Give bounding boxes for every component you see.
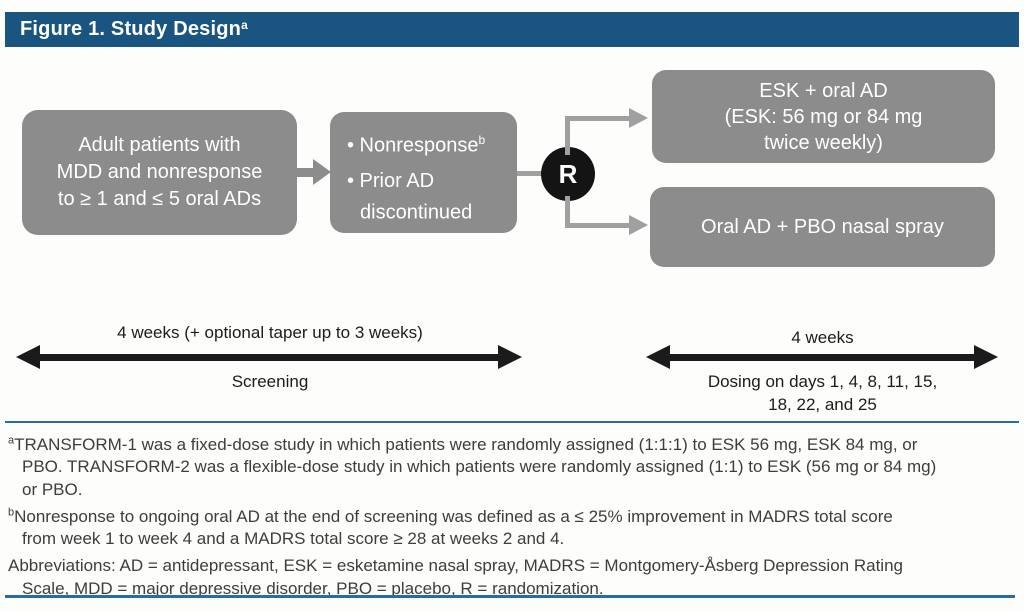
population-line: to ≥ 1 and ≤ 5 oral ADs [57, 188, 262, 210]
branch-line [565, 116, 629, 121]
criteria-text: • Prior AD discontinued [347, 169, 473, 224]
footnote-text: PBO. TRANSFORM-2 was a flexible-dose stu… [22, 457, 937, 477]
population-box: Adult patients with MDD and nonresponse … [22, 110, 297, 235]
right-arrow-icon [294, 168, 315, 177]
left-arrowhead-icon [16, 345, 40, 369]
footnote-text: TRANSFORM-1 was a fixed-dose study in wh… [14, 434, 918, 454]
branch-line [565, 117, 570, 155]
footnote-superscript: b [8, 506, 15, 519]
figure-title-superscript: a [241, 18, 248, 32]
dosing-timeline-arrow [666, 354, 978, 361]
right-arrowhead-icon [974, 345, 998, 369]
footnote-text: from week 1 to week 4 and a MADRS total … [22, 529, 565, 549]
criteria-superscript: b [478, 133, 486, 147]
figure-title: Figure 1. Study Design [20, 18, 242, 40]
dosing-schedule-line: Dosing on days 1, 4, 8, 11, 15, [707, 372, 938, 391]
criteria-bullet: • Prior AD discontinued [347, 168, 511, 226]
population-line: MDD and nonresponse [56, 161, 263, 183]
dosing-schedule-line: 18, 22, and 25 [768, 395, 877, 414]
footnote-superscript: a [8, 434, 15, 446]
pbo-arm-box: Oral AD + PBO nasal spray [650, 187, 995, 267]
screening-timeline-arrow [36, 354, 502, 361]
esk-arm-line: twice weekly) [764, 131, 883, 154]
dosing-schedule-label: Dosing on days 1, 4, 8, 11, 15, 18, 22, … [650, 370, 995, 416]
footnote-text: or PBO. [22, 479, 83, 499]
randomization-label: R [558, 158, 578, 189]
right-arrowhead-icon [498, 345, 522, 369]
criteria-text: • Nonresponse [347, 134, 479, 157]
esk-arm-line: ESK + oral AD [759, 79, 888, 102]
footnote-text: Nonresponse to ongoing oral AD at the en… [14, 506, 893, 526]
right-arrow-icon [629, 108, 648, 128]
footnote-text: Scale, MDD = major depressive disorder, … [22, 578, 604, 598]
bottom-rule [5, 595, 1015, 598]
footnote-a: aTRANSFORM-1 was a fixed-dose study in w… [8, 429, 1020, 501]
screening-duration-label: 4 weeks (+ optional taper up to 3 weeks) [117, 323, 423, 342]
randomization-circle: R [541, 147, 595, 201]
right-arrow-icon [629, 215, 648, 235]
footnotes-section: aTRANSFORM-1 was a fixed-dose study in w… [8, 429, 1020, 600]
population-line: Adult patients with [78, 134, 241, 156]
esk-arm-line: (ESK: 56 mg or 84 mg [724, 105, 923, 128]
footnote-text: Abbreviations: AD = antidepressant, ESK … [8, 556, 903, 576]
separator-line [5, 421, 1019, 423]
screening-criteria-box: • Nonresponseb • Prior AD discontinued [330, 112, 517, 233]
pbo-arm-line: Oral AD + PBO nasal spray [701, 215, 944, 238]
dosing-duration-label: 4 weeks [791, 328, 854, 347]
criteria-bullet: • Nonresponseb [347, 127, 511, 159]
branch-line [565, 223, 629, 228]
screening-phase-label: Screening [231, 372, 309, 391]
abbreviations-note: Abbreviations: AD = antidepressant, ESK … [8, 551, 1020, 601]
right-arrow-icon [313, 159, 331, 185]
branch-line [565, 196, 570, 228]
left-arrowhead-icon [646, 345, 670, 369]
connector-line [517, 171, 543, 176]
esk-arm-box: ESK + oral AD (ESK: 56 mg or 84 mg twice… [652, 70, 995, 163]
footnote-b: bNonresponse to ongoing oral AD at the e… [8, 501, 1020, 551]
